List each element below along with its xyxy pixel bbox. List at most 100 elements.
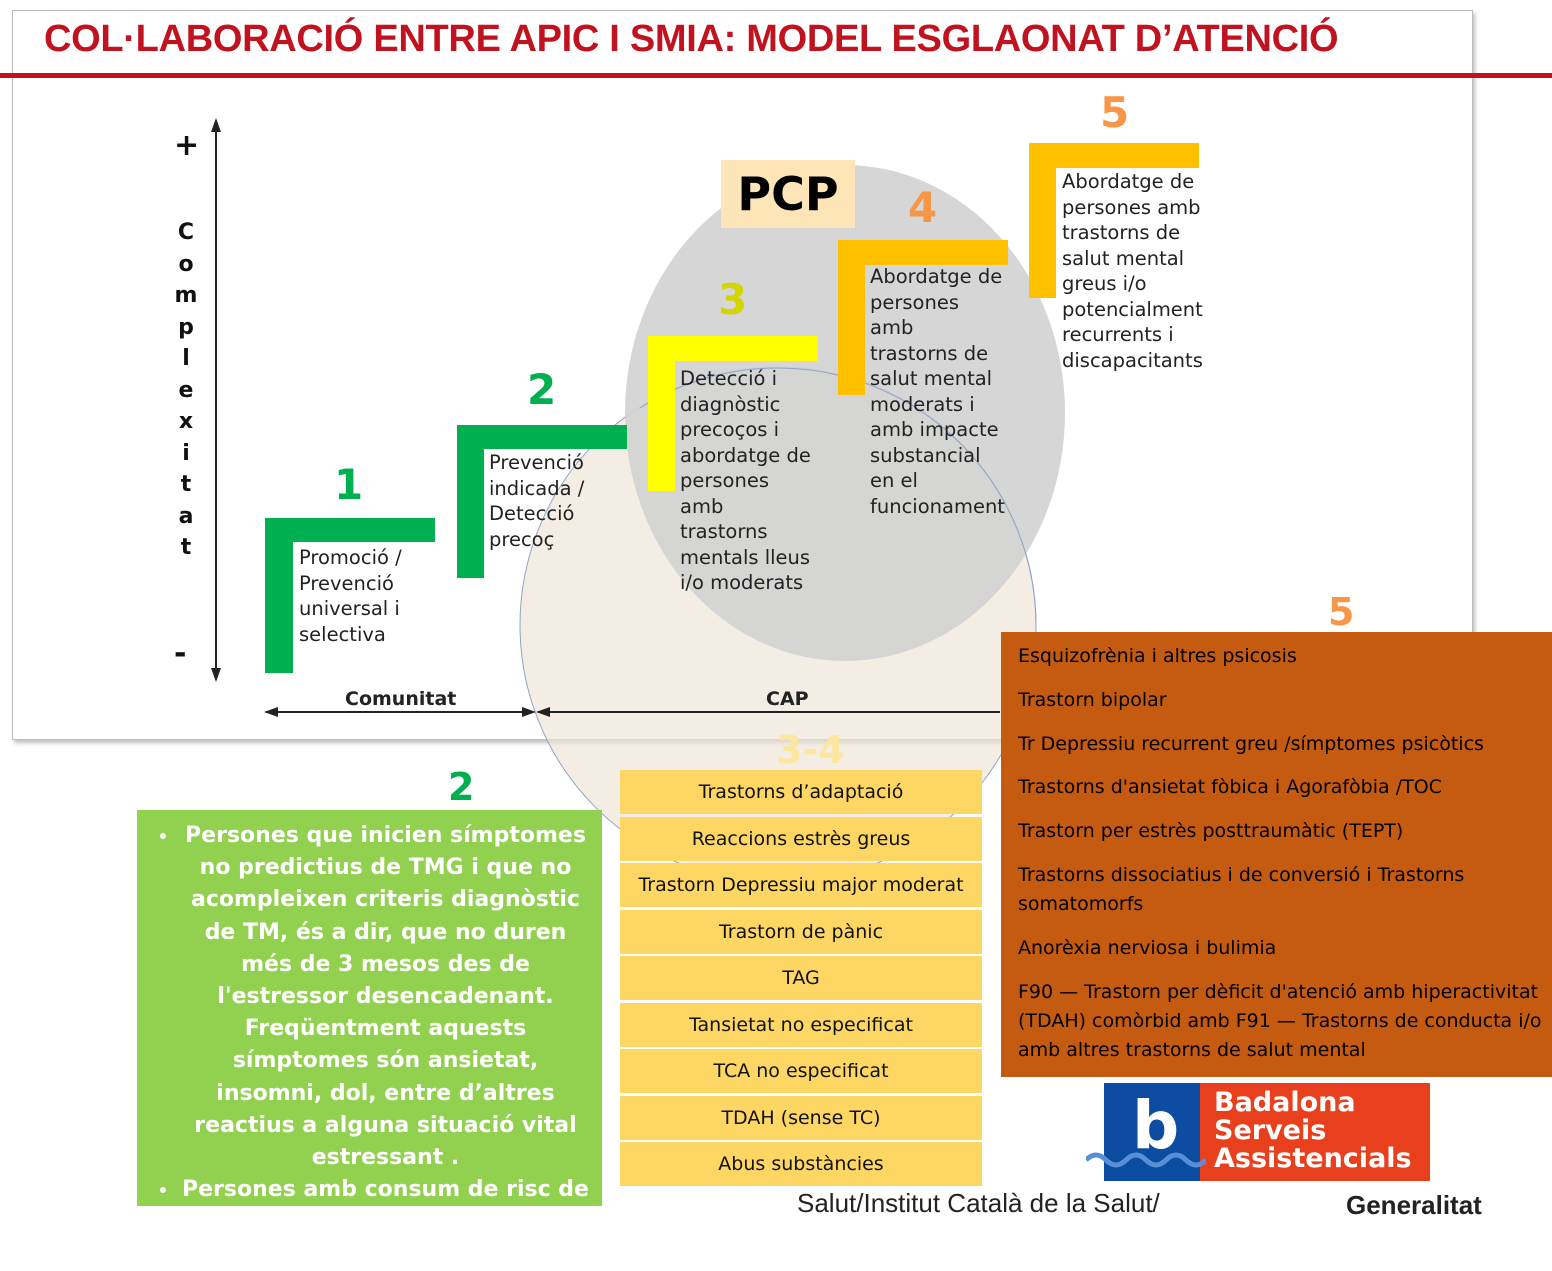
step-number-2: 2 [527,365,557,414]
list-item: Persones amb consum de risc de substànci… [179,1174,592,1271]
step-line: discapacitants [1062,348,1203,372]
step-line: en el [870,469,918,492]
step-number-4: 4 [908,183,938,232]
logo-line: Serveis [1214,1115,1327,1146]
list-item: Tr Depressiu recurrent greu /símptomes p… [1018,733,1484,755]
step-line: amb impacte [870,418,999,441]
diagram-graphics [211,118,1199,884]
step-line: persones [870,290,959,314]
step-line: salut mental [1062,246,1185,270]
step-line: recurrents i [1062,323,1174,346]
axis-letter: p [178,314,194,340]
step-line: precoç [489,527,555,551]
axis-letter: m [174,283,198,308]
step-line: trastorns de [870,341,989,365]
group-2-box: Persones que inicien símptomes no predic… [137,810,602,1267]
logo-wave-icon [1086,1152,1206,1168]
badalona-logo: b Badalona Serveis Assistencials [1086,1083,1430,1181]
table-row: Trastorns d’adaptació [620,770,982,814]
axis-label-cap: CAP [766,688,809,710]
pcp-circle [625,165,1065,661]
step-line: persones amb [1062,195,1201,219]
logo-line: Badalona [1214,1087,1356,1118]
step-number-3: 3 [718,275,748,324]
axis-plus: + [174,128,200,163]
logo-text: Badalona Serveis Assistencials [1214,1089,1412,1173]
step-line: abordatge de [680,443,811,467]
step-line: potencialment [1062,297,1203,321]
step-line: salut mental [870,367,993,390]
step-text-2: Prevenció indicada / Detecció precoç [489,450,584,552]
step-line: amb [870,316,914,339]
step-line: funcionament [870,494,1005,518]
pcp-label: PCP [721,160,855,228]
step-line: Abordatge de [1062,170,1195,193]
table-row: TAG [620,956,982,1000]
step-line: Detecció i [680,367,778,390]
list-item: Trastorn per estrès posttraumàtic (TEPT) [1018,820,1404,842]
step-line: selectiva [299,622,386,646]
step-line: trastorns de [1062,221,1181,244]
axis-label-complexitat: C o m p l e x i t a t [170,220,202,567]
axis-letter: x [178,409,194,434]
axis-letter: e [178,377,194,403]
step-line: Detecció [489,502,575,525]
step-line: universal i [299,597,400,620]
axis-label-comunitat: Comunitat [345,688,457,710]
step-line: i/o moderats [680,571,804,594]
table-row: Reaccions estrès greus [620,816,982,861]
list-item: Anorèxia nerviosa i bulimia [1018,937,1277,959]
step-bracket-5 [1029,143,1199,298]
step-line: precoços i [680,418,780,441]
step-bracket-4 [838,240,1008,395]
list-item: F90 — Trastorn per dèficit d'atenció amb… [1018,981,1542,1061]
step-line: greus i/o [1062,272,1147,295]
step-text-5: Abordatge de persones amb trastorns de s… [1062,169,1203,373]
list-item: Persones que inicien símptomes no predic… [179,820,592,1174]
step-number-5: 5 [1100,88,1130,137]
axis-letter: a [178,503,194,529]
axis-minus: - [174,636,187,671]
list-item: Trastorn bipolar [1018,689,1167,711]
logo-line: Assistencials [1214,1143,1412,1174]
group-2-list: Persones que inicien símptomes no predic… [137,820,602,1271]
step-number-1: 1 [334,460,364,509]
logo-letter: b [1132,1087,1180,1164]
step-line: trastorns [680,520,768,543]
step-text-3: Detecció i diagnòstic precoços i abordat… [680,366,811,596]
step-bracket-2 [457,425,627,578]
axis-letter: o [178,251,194,277]
group-34-table: Trastorns d’adaptació Reaccions estrès g… [620,770,982,1189]
page-title: COL·LABORACIÓ ENTRE APIC I SMIA: MODEL E… [44,18,1339,60]
axis-letter: i [182,440,190,466]
list-item: Trastorns d'ansietat fòbica i Agorafòbia… [1018,776,1442,798]
step-bracket-3 [648,336,818,491]
step-text-4: Abordatge de persones amb trastorns de s… [870,264,1005,519]
group-5-number: 5 [1328,590,1355,634]
step-line: indicada / [489,476,585,500]
axis-letter: C [177,220,195,245]
table-row: Tansietat no especificat [620,1002,982,1047]
list-item: Esquizofrènia i altres psicosis [1018,645,1297,667]
step-line: substancial [870,443,981,467]
logo-red-block [1200,1083,1430,1181]
step-line: Prevenció [299,571,394,595]
axis-letter: t [180,535,192,560]
step-line: Promoció / [299,546,402,569]
table-row: Abus substàncies [620,1142,982,1186]
step-line: amb [680,494,724,518]
title-underline [0,73,1552,78]
table-row: Trastorn de pànic [620,909,982,954]
footer-institut: Salut/Institut Català de la Salut/ [797,1188,1160,1218]
axis-letter: l [182,346,190,371]
step-line: mentals lleus [680,545,811,569]
step-line: persones [680,469,769,492]
list-item: Trastorns dissociatius i de conversió i … [1018,864,1465,915]
group-5-box: Esquizofrènia i altres psicosis Trastorn… [1001,632,1552,1077]
step-line: Prevenció [489,451,584,474]
step-line: Abordatge de [870,265,1003,288]
step-line: moderats i [870,392,975,416]
step-bracket-1 [265,518,435,673]
group-34-number: 3-4 [776,728,845,772]
group-2-number: 2 [448,765,475,809]
